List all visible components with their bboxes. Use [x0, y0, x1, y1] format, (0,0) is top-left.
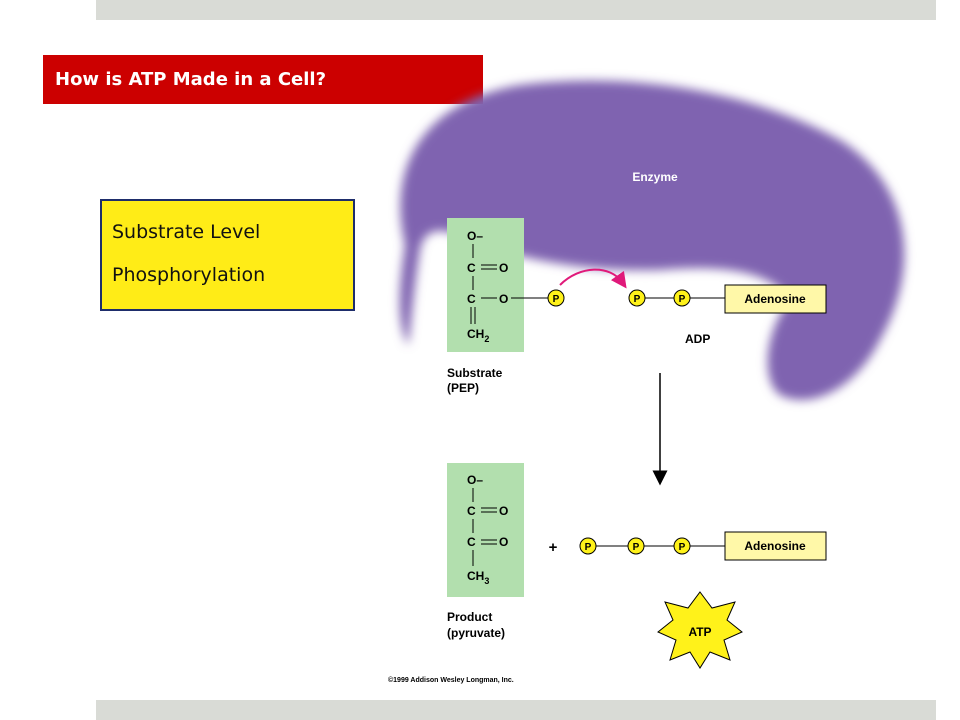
- phosphate-symbol: P: [633, 542, 640, 553]
- top-decor-bar: [96, 0, 936, 20]
- atp-adenosine-label: Adenosine: [744, 539, 806, 553]
- substrate-atom-o2: O: [499, 292, 508, 306]
- phosphate-symbol: P: [679, 294, 686, 305]
- copyright-notice: ©1999 Addison Wesley Longman, Inc.: [388, 676, 514, 684]
- transfer-arrow: [559, 268, 627, 289]
- phosphate-symbol: P: [585, 542, 592, 553]
- product-label: Product: [447, 610, 492, 624]
- atp-label: ATP: [688, 625, 711, 639]
- adp-adenosine-box: [724, 284, 827, 314]
- atp-adenosine-box: [724, 531, 827, 561]
- phosphate-circle: [547, 289, 565, 307]
- substrate-box: [447, 218, 524, 352]
- substrate-sublabel: (PEP): [447, 381, 479, 395]
- atp-starburst: [657, 591, 743, 669]
- adp-label: ADP: [685, 332, 710, 346]
- phosphate-symbol: P: [679, 542, 686, 553]
- phosphate-symbol: P: [553, 294, 560, 305]
- topic-line-2: Phosphorylation: [112, 264, 266, 286]
- topic-box: Substrate Level Phosphorylation: [100, 199, 355, 311]
- substrate-atom-o1: O: [499, 261, 508, 275]
- product-box: [447, 463, 524, 597]
- phosphate-symbol: P: [634, 294, 641, 305]
- enzyme-shape: [399, 80, 905, 400]
- substrate-atom-c2: C: [467, 292, 476, 306]
- adp-adenosine-label: Adenosine: [744, 292, 806, 306]
- slide-title: How is ATP Made in a Cell?: [43, 55, 483, 104]
- topic-line-1: Substrate Level: [112, 221, 261, 243]
- plus-sign: +: [549, 539, 558, 556]
- enzyme-label: Enzyme: [632, 170, 678, 184]
- product-atom-c1: C: [467, 504, 476, 518]
- product-atom-o1: O: [499, 504, 508, 518]
- product-atom-c2: C: [467, 535, 476, 549]
- product-sublabel: (pyruvate): [447, 626, 505, 640]
- substrate-atom-o-minus: O–: [467, 229, 483, 243]
- product-atom-o2: O: [499, 535, 508, 549]
- product-atom-o-minus: O–: [467, 473, 483, 487]
- product-atom-ch3: CH3: [467, 569, 489, 586]
- substrate-label: Substrate: [447, 366, 503, 380]
- substrate-atom-ch2: CH2: [467, 327, 489, 344]
- substrate-atom-c1: C: [467, 261, 476, 275]
- bottom-decor-bar: [96, 700, 936, 720]
